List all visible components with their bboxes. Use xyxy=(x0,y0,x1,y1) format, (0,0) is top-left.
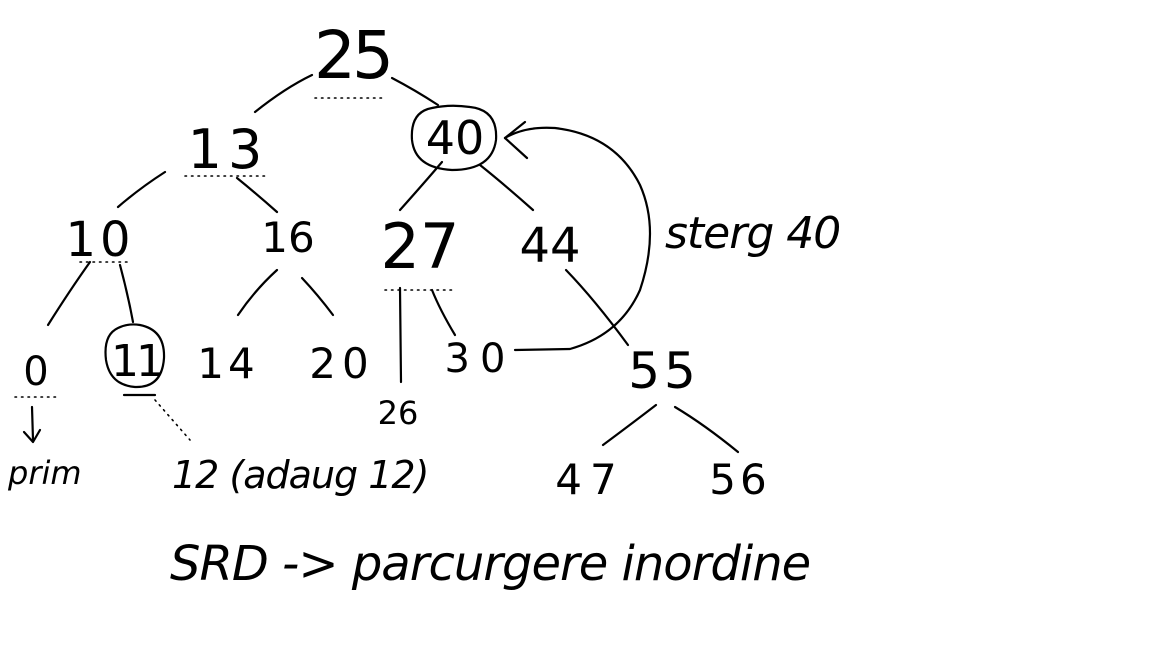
edge-27-30 xyxy=(430,288,457,337)
node-13: 13 xyxy=(188,118,269,181)
node-16: 16 xyxy=(261,213,314,262)
edge-55-47 xyxy=(601,403,658,447)
edge-40-27 xyxy=(398,160,444,212)
node-10: 10 xyxy=(65,212,134,268)
first-note: prim xyxy=(7,454,82,492)
down-arrow-icon xyxy=(30,405,35,442)
edge-13-16 xyxy=(235,176,279,214)
node-47: 47 xyxy=(555,455,624,504)
node-20: 20 xyxy=(309,339,374,388)
node-0: 0 xyxy=(23,349,48,395)
tree-edges xyxy=(46,73,740,454)
edge-10-11 xyxy=(118,263,135,324)
node-56: 56 xyxy=(709,455,770,504)
node-44: 44 xyxy=(519,218,580,274)
highlight-circles xyxy=(104,104,498,389)
node-27: 27 xyxy=(381,210,460,283)
edge-13-10 xyxy=(116,170,167,209)
edge-44-55 xyxy=(564,268,630,347)
node-30: 30 xyxy=(445,336,516,382)
edge-16-20 xyxy=(300,276,335,317)
delete-arrow xyxy=(503,120,652,352)
edge-27-26 xyxy=(398,286,403,384)
first-arrow xyxy=(22,405,42,444)
node-40: 40 xyxy=(426,111,485,165)
dotted-underlines xyxy=(14,97,456,441)
node-11: 11 xyxy=(111,336,161,387)
insert-note: 12 (adaug 12) xyxy=(172,453,428,497)
node-55: 55 xyxy=(628,342,700,400)
circle-node-11 xyxy=(104,323,166,389)
traversal-note: SRD -> parcurgere inordine xyxy=(170,536,810,592)
arrowhead-icon xyxy=(503,120,529,160)
edge-40-44 xyxy=(478,163,535,212)
edge-25-13 xyxy=(253,73,314,114)
edge-16-14 xyxy=(236,268,279,317)
delete-note: sterg 40 xyxy=(665,208,840,259)
edge-10-0 xyxy=(46,260,92,327)
node-25: 25 xyxy=(314,17,390,94)
edge-25-40 xyxy=(390,76,440,107)
circle-node-40 xyxy=(410,104,498,172)
node-26: 26 xyxy=(378,394,419,432)
node-14: 14 xyxy=(197,339,258,388)
down-arrowhead-icon xyxy=(22,428,42,444)
edge-55-56 xyxy=(673,405,740,454)
tree-nodes: 25 13 40 10 16 27 44 0 11 14 20 26 30 55… xyxy=(23,17,770,504)
loop-arrow-30-to-40 xyxy=(503,126,652,352)
